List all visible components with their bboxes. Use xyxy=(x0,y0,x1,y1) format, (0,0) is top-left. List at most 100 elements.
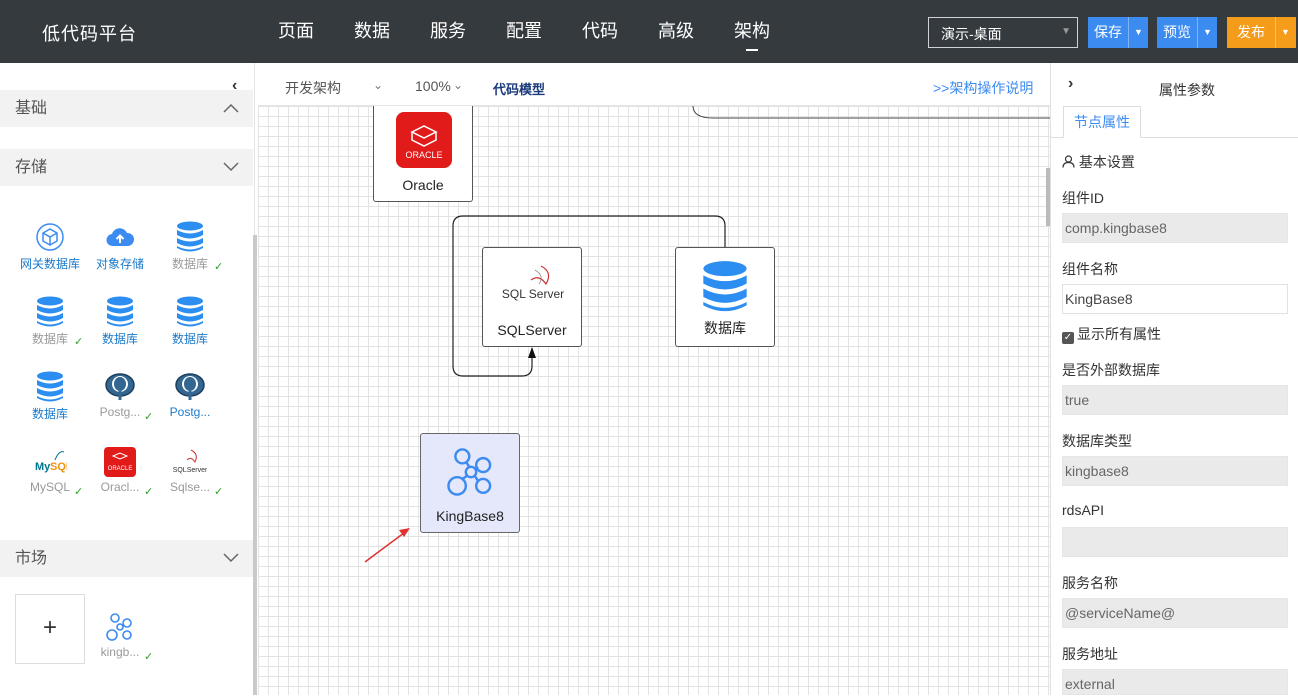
environment-select[interactable]: 演示-桌面 ▼ xyxy=(928,17,1078,48)
property-panel-title: 属性参数 xyxy=(1159,82,1215,98)
nav-item-pages[interactable]: 页面 xyxy=(278,21,314,41)
palette-item-kingbase[interactable]: kingb... xyxy=(85,611,155,659)
collapse-right-panel-icon[interactable]: › xyxy=(1068,75,1074,92)
palette-item-object-storage[interactable]: 对象存储 xyxy=(85,221,155,272)
architecture-canvas[interactable]: ORACLE Oracle SQL Server SQLServer 数据库 K… xyxy=(258,106,1050,695)
database-icon xyxy=(155,221,225,253)
save-button-label: 保存 xyxy=(1094,24,1122,40)
publish-button[interactable]: 发布 ▼ xyxy=(1227,17,1296,48)
basic-settings-label: 基本设置 xyxy=(1078,154,1135,170)
property-tabs: 节点属性 xyxy=(1051,106,1298,138)
property-panel-header: › 属性参数 xyxy=(1051,63,1298,106)
preview-button-label: 预览 xyxy=(1163,24,1191,40)
nav-item-data[interactable]: 数据 xyxy=(354,21,390,41)
section-basic[interactable]: 基础 xyxy=(0,90,253,127)
palette-item-oracle[interactable]: ORACLE Oracl... xyxy=(85,446,155,494)
architecture-help-link[interactable]: >>架构操作说明 xyxy=(933,80,1034,96)
chevron-down-icon[interactable]: ⌄ xyxy=(373,78,384,92)
node-sqlserver[interactable]: SQL Server SQLServer xyxy=(482,247,582,347)
palette-item-postgresql[interactable]: Postg... xyxy=(155,371,225,419)
chevron-down-icon[interactable]: ⌄ xyxy=(453,78,464,92)
node-kingbase[interactable]: KingBase8 xyxy=(420,433,520,533)
palette-item-database[interactable]: 数据库 xyxy=(15,371,85,422)
palette-item-label: Oracl... xyxy=(100,480,140,494)
section-market[interactable]: 市场 xyxy=(0,540,253,577)
field-label-service-name: 服务名称 xyxy=(1062,575,1118,591)
sqlserver-icon: SQL Server xyxy=(501,262,565,305)
database-icon xyxy=(85,296,155,328)
canvas-scrollbar[interactable] xyxy=(1046,168,1050,226)
palette-item-postgresql[interactable]: Postg... xyxy=(85,371,155,419)
database-icon xyxy=(155,296,225,328)
oracle-icon: ORACLE xyxy=(85,446,155,478)
show-all-properties-checkbox[interactable]: ✓显示所有属性 xyxy=(1062,324,1161,344)
oracle-icon: ORACLE xyxy=(396,112,452,171)
service-name-field[interactable]: @serviceName@ xyxy=(1062,598,1288,628)
component-id-field[interactable]: comp.kingbase8 xyxy=(1062,213,1288,243)
palette-item-database[interactable]: 数据库 xyxy=(85,296,155,347)
palette-item-label: 对象存储 xyxy=(95,257,144,271)
palette-item-label: 数据库 xyxy=(171,332,208,346)
top-bar: 低代码平台 页面 数据 服务 配置 代码 高级 架构 演示-桌面 ▼ 保存 ▼ … xyxy=(0,0,1298,63)
save-dropdown-caret-icon[interactable]: ▼ xyxy=(1128,17,1148,48)
code-model-link[interactable]: 代码模型 xyxy=(493,82,546,97)
svg-text:SQLServer: SQLServer xyxy=(173,467,207,474)
svg-text:ORACLE: ORACLE xyxy=(405,150,442,160)
tab-node-properties[interactable]: 节点属性 xyxy=(1063,106,1141,138)
dev-arch-select[interactable]: 开发架构 xyxy=(285,78,341,98)
nav-item-advanced[interactable]: 高级 xyxy=(658,21,694,41)
db-type-field[interactable]: kingbase8 xyxy=(1062,456,1288,486)
save-button[interactable]: 保存 ▼ xyxy=(1088,17,1148,48)
nav-item-services[interactable]: 服务 xyxy=(430,21,466,41)
section-storage[interactable]: 存储 xyxy=(0,149,253,186)
postgresql-icon xyxy=(155,371,225,403)
nav-item-config[interactable]: 配置 xyxy=(506,21,542,41)
kingbase-icon xyxy=(445,446,497,501)
palette-item-database[interactable]: 数据库 xyxy=(155,296,225,347)
palette-item-label: 数据库 xyxy=(171,257,208,271)
rds-api-field[interactable] xyxy=(1062,527,1288,557)
publish-dropdown-caret-icon[interactable]: ▼ xyxy=(1275,17,1295,48)
mysql-icon: MySQL xyxy=(15,446,85,478)
node-label: 数据库 xyxy=(704,320,746,336)
palette-item-mysql[interactable]: MySQL MySQL xyxy=(15,446,85,494)
service-address-field[interactable]: external xyxy=(1062,669,1288,695)
chevron-down-icon: ▼ xyxy=(1061,26,1071,37)
collapse-left-panel-icon[interactable]: ‹ xyxy=(232,77,238,94)
app-brand: 低代码平台 xyxy=(42,24,137,44)
preview-button[interactable]: 预览 ▼ xyxy=(1157,17,1217,48)
palette-item-gateway-db[interactable]: 网关数据库 xyxy=(15,221,85,272)
nav-item-architecture[interactable]: 架构 xyxy=(714,0,790,63)
node-oracle[interactable]: ORACLE Oracle xyxy=(373,106,473,202)
checkbox-checked-icon[interactable]: ✓ xyxy=(1062,332,1074,344)
nav-item-code[interactable]: 代码 xyxy=(582,21,618,41)
add-market-item-button[interactable]: + xyxy=(15,594,85,664)
kingbase-icon xyxy=(85,611,155,643)
user-icon xyxy=(1062,154,1079,170)
database-icon xyxy=(15,371,85,403)
preview-dropdown-caret-icon[interactable]: ▼ xyxy=(1197,17,1217,48)
palette-item-database[interactable]: 数据库 xyxy=(155,221,225,272)
chevron-down-icon xyxy=(223,540,239,577)
plus-icon: + xyxy=(42,614,57,641)
is-external-db-field[interactable]: true xyxy=(1062,385,1288,415)
main-nav: 页面 数据 服务 配置 代码 高级 架构 xyxy=(258,0,790,63)
palette-item-label: 网关数据库 xyxy=(19,257,80,271)
sqlserver-icon: SQLServer xyxy=(155,446,225,478)
checkmark-icon: ✓ xyxy=(74,486,84,498)
zoom-select[interactable]: 100% xyxy=(415,78,451,94)
dev-arch-select-value: 开发架构 xyxy=(285,80,341,96)
zoom-select-value: 100% xyxy=(415,78,451,94)
palette-item-sqlserver[interactable]: SQLServer Sqlse... xyxy=(155,446,225,494)
database-icon xyxy=(15,296,85,328)
cloud-upload-icon xyxy=(85,221,155,253)
chevron-up-icon xyxy=(223,90,239,127)
component-name-field[interactable]: KingBase8 xyxy=(1062,284,1288,314)
sqlserver-logo-text: SQL Server xyxy=(502,287,564,301)
publish-button-label: 发布 xyxy=(1237,24,1265,40)
node-database[interactable]: 数据库 xyxy=(675,247,775,347)
component-palette: ‹ 基础 存储 网关数据库 对象存储 数据库 ✓ 数据库 xyxy=(0,63,257,695)
left-panel-scrollbar[interactable] xyxy=(253,235,257,695)
palette-item-database[interactable]: 数据库 xyxy=(15,296,85,347)
database-icon xyxy=(700,258,750,319)
